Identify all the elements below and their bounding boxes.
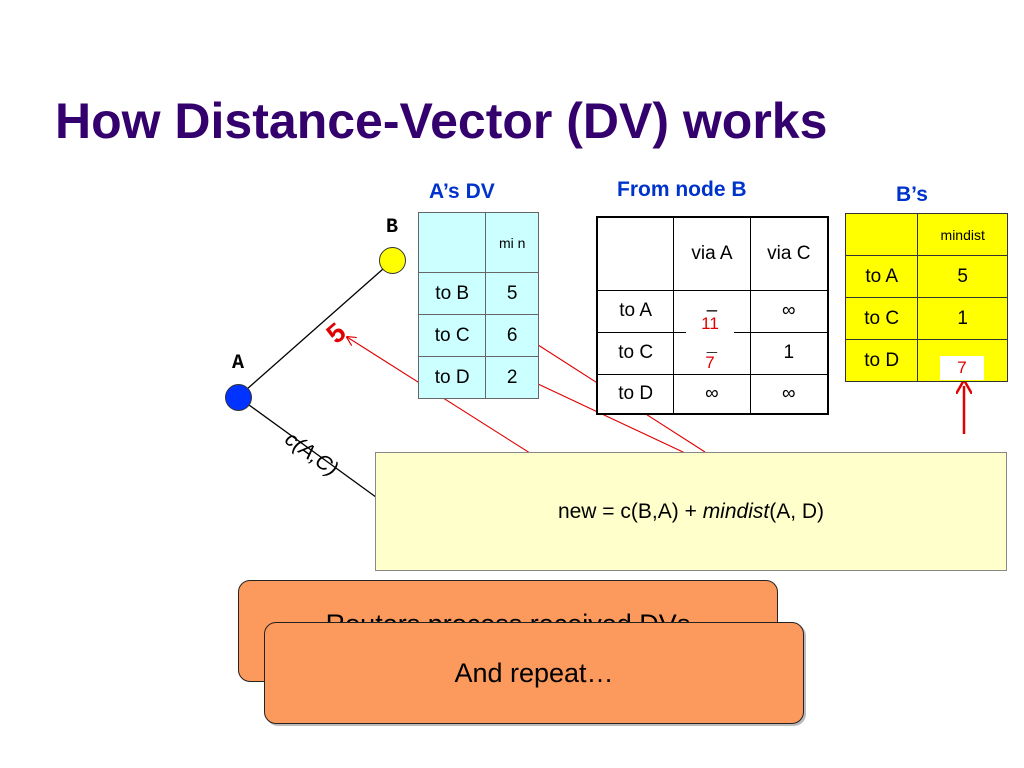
node-a bbox=[225, 384, 252, 411]
node-a-label: A bbox=[232, 352, 245, 375]
from-b-corner bbox=[596, 216, 675, 291]
a-table-min: 2 bbox=[485, 356, 539, 399]
edge-a-b bbox=[237, 260, 393, 398]
arrow-to-a-min-d bbox=[521, 376, 701, 461]
a-dv-caption: A’s DV bbox=[429, 180, 495, 203]
from-b-via-a: ∞ bbox=[673, 373, 751, 415]
formula-suffix: (A, D) bbox=[769, 499, 825, 523]
formula-box: new = c(B,A) + mindist(A, D) bbox=[375, 452, 1007, 571]
b-table-corner bbox=[844, 213, 919, 256]
from-b-dest: to D bbox=[596, 373, 675, 415]
b-table-dest: to D bbox=[844, 339, 919, 382]
from-b-via-c: ∞ bbox=[749, 373, 829, 415]
b-table-dest: to C bbox=[844, 297, 919, 340]
b-table-value: 1 bbox=[917, 297, 1008, 340]
a-table-min: 6 bbox=[485, 314, 539, 357]
a-dv-table: mi n to B 5 to C 6 to D 2 bbox=[417, 212, 539, 399]
a-table-min: 5 bbox=[485, 272, 539, 315]
and-repeat-box: And repeat… bbox=[264, 622, 804, 724]
b-table-overlay-7: 7 bbox=[940, 356, 984, 380]
a-table-dest: to C bbox=[417, 314, 487, 357]
and-repeat-text: And repeat… bbox=[454, 657, 614, 688]
node-b bbox=[379, 247, 406, 274]
from-b-header-via-c: via C bbox=[749, 216, 829, 291]
from-b-via-c: ∞ bbox=[749, 289, 829, 333]
from-b-via-c: 1 bbox=[749, 331, 829, 375]
b-table-dest: to A bbox=[844, 255, 919, 298]
a-table-corner bbox=[417, 212, 487, 273]
formula-italic: mindist bbox=[702, 499, 770, 523]
from-b-header-via-a: via A bbox=[673, 216, 751, 291]
from-b-overlay-7: 7 bbox=[686, 353, 734, 373]
from-b-dest: to C bbox=[596, 331, 675, 375]
from-node-b-caption: From node B bbox=[617, 178, 747, 201]
formula-prefix: new = c(B,A) + bbox=[557, 499, 703, 523]
b-mindist-table: mindist to A 5 to C 1 to D bbox=[844, 213, 1008, 382]
from-b-overlay-11: 11 bbox=[686, 313, 734, 335]
a-table-dest: to B bbox=[417, 272, 487, 315]
b-table-value: 5 bbox=[917, 255, 1008, 298]
b-s-caption: B’s bbox=[896, 183, 928, 206]
slide-title: How Distance-Vector (DV) works bbox=[55, 93, 828, 149]
edge-a-c bbox=[237, 396, 381, 501]
b-table-header: mindist bbox=[917, 213, 1008, 256]
from-b-dest: to A bbox=[596, 289, 675, 333]
node-b-label: B bbox=[386, 216, 399, 239]
a-table-dest: to D bbox=[417, 356, 487, 399]
a-table-header: mi n bbox=[485, 212, 539, 273]
